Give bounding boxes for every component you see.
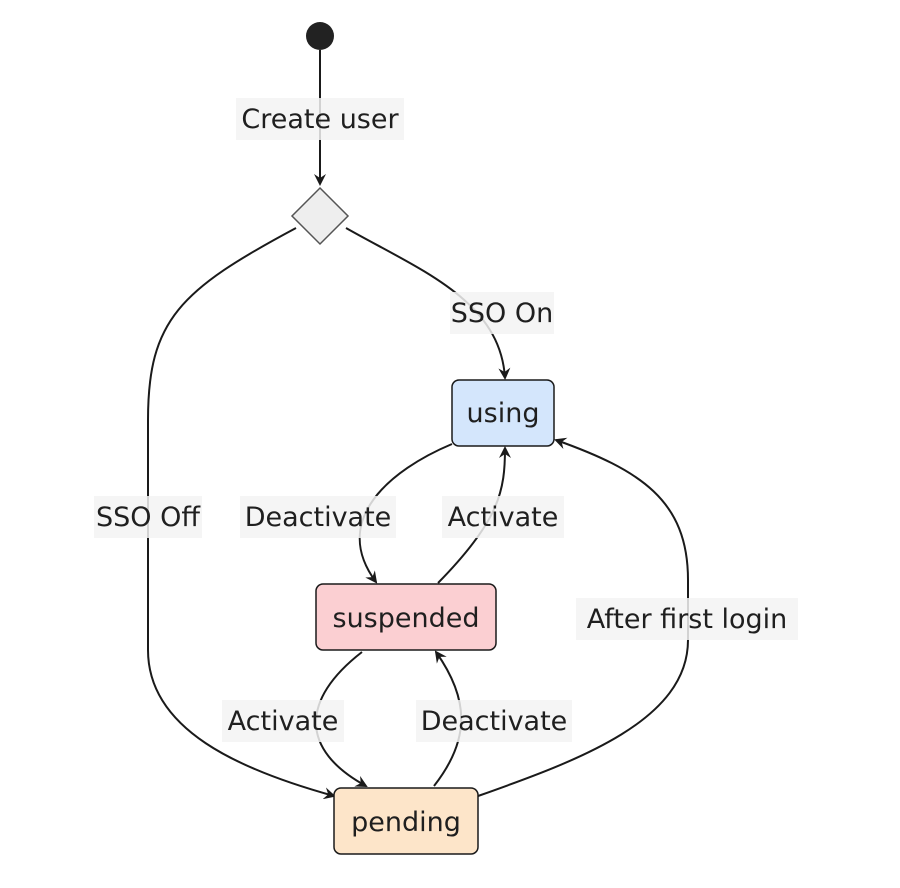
state-suspended-label: suspended (333, 603, 480, 634)
edge-label-after-first-login-text: After first login (587, 604, 788, 635)
choice-node (290, 186, 350, 246)
edge-label-activate-upper: Activate (442, 496, 564, 538)
edge-label-deactivate-upper-text: Deactivate (245, 502, 392, 533)
state-using-label: using (467, 398, 540, 429)
edge-sso-on (345, 227, 511, 380)
state-using-box (451, 379, 555, 447)
state-pending-box (333, 787, 479, 855)
edge-label-sso-on-text: SSO On (451, 298, 553, 329)
edge-label-sso-on: SSO On (450, 292, 554, 334)
edge-label-sso-off: SSO Off (94, 496, 202, 538)
state-pending[interactable]: pending (333, 787, 479, 855)
edge-label-activate-lower-text: Activate (228, 706, 339, 737)
edge-label-after-first-login: After first login (576, 598, 798, 640)
edge-label-deactivate-lower-text: Deactivate (421, 706, 568, 737)
state-pending-label: pending (351, 807, 461, 838)
edge-label-activate-lower: Activate (222, 700, 344, 742)
edge-label-create-user-text: Create user (241, 104, 399, 135)
edge-label-deactivate-upper: Deactivate (240, 496, 396, 538)
edge-label-deactivate-lower: Deactivate (416, 700, 572, 742)
edge-pending-to-using (477, 437, 689, 797)
state-using[interactable]: using (451, 379, 555, 447)
state-suspended[interactable]: suspended (315, 583, 497, 651)
edge-label-sso-off-text: SSO Off (96, 502, 201, 533)
state-suspended-box (315, 583, 497, 651)
start-node (306, 22, 334, 50)
edge-label-create-user: Create user (236, 98, 404, 140)
edge-label-activate-upper-text: Activate (448, 502, 559, 533)
